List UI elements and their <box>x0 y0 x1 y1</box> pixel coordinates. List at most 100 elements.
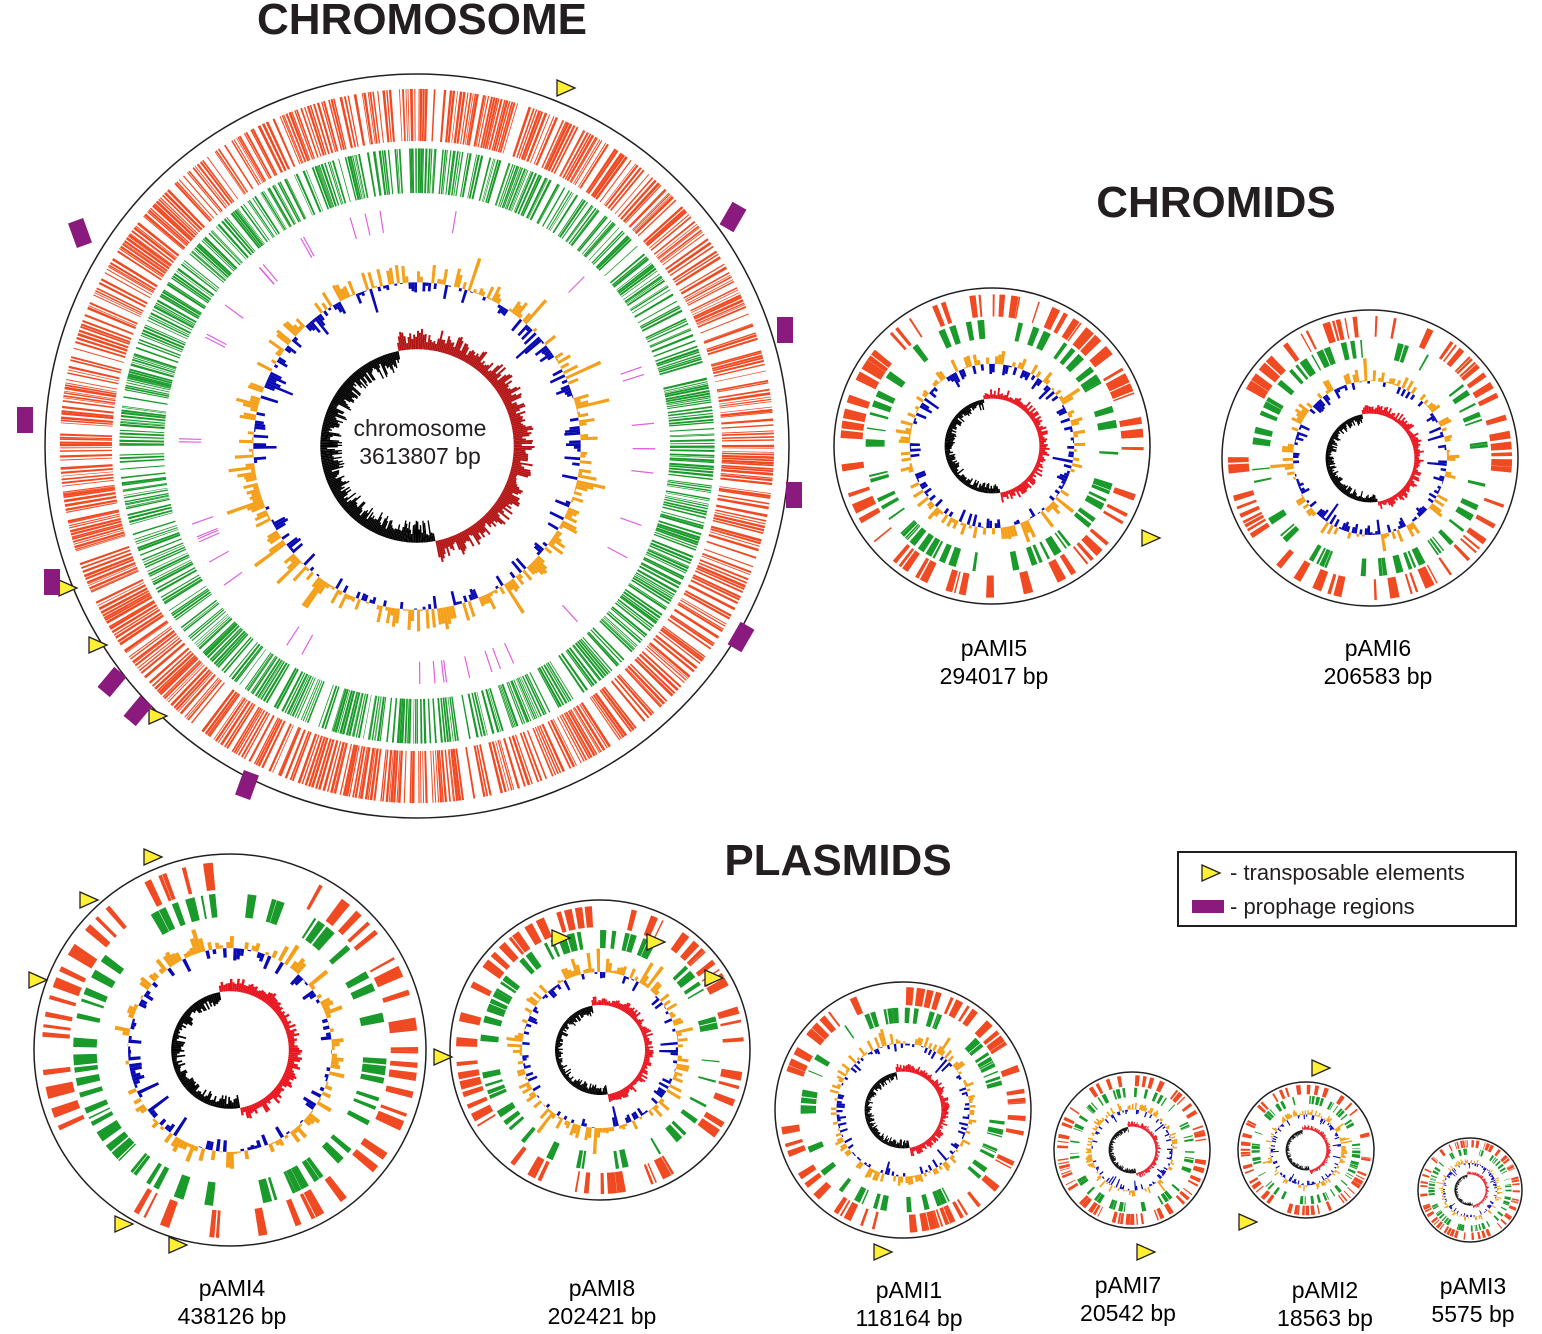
reverse-cds-block <box>611 256 648 286</box>
gc-content-bar <box>515 336 541 360</box>
forward-cds-block <box>572 707 601 754</box>
gc-skew-bar <box>565 1019 571 1025</box>
gc-content-bar <box>289 960 299 970</box>
gc-content-bar <box>319 997 331 1006</box>
rna-tick <box>620 366 642 375</box>
gc-skew-bar <box>506 482 520 490</box>
gc-skew-bar <box>1338 426 1343 431</box>
gc-content-bar <box>908 434 911 438</box>
gc-content-bar <box>239 414 256 421</box>
gc-content-bar <box>587 1127 592 1139</box>
forward-cds-block <box>407 88 410 142</box>
gc-skew-bar <box>871 1127 878 1133</box>
gc-skew-bar <box>443 336 451 354</box>
gc-skew-bar <box>1326 1146 1330 1148</box>
gc-skew-bar <box>564 1021 569 1025</box>
gc-skew-bar <box>507 404 526 413</box>
gc-skew-bar <box>1129 1121 1131 1127</box>
gc-skew-bar <box>1332 476 1341 483</box>
gc-skew-bar <box>484 370 492 378</box>
gc-content-bar <box>1409 394 1416 401</box>
gc-skew-bar <box>923 1141 927 1145</box>
gc-skew-bar <box>939 1120 944 1123</box>
gc-content-bar <box>1284 1177 1286 1179</box>
gc-skew-bar <box>413 334 416 350</box>
gc-skew-bar <box>865 1116 871 1120</box>
gc-skew-bar <box>1115 1133 1119 1137</box>
gc-content-bar <box>1096 1169 1099 1172</box>
gc-skew-bar <box>477 364 485 372</box>
gc-skew-bar <box>1319 1132 1323 1136</box>
reverse-cds-block <box>521 675 542 717</box>
gc-content-bar <box>543 993 549 999</box>
gc-content-bar <box>399 282 403 285</box>
gc-skew-bar <box>573 1012 581 1022</box>
gc-skew-bar <box>209 1099 214 1106</box>
gc-content-bar <box>1171 1140 1178 1143</box>
gc-content-bar <box>286 345 297 355</box>
forward-cds-block <box>1228 463 1250 474</box>
gc-skew-bar <box>270 1001 279 1010</box>
gc-content-bar <box>495 575 504 587</box>
forward-cds-block <box>156 654 196 692</box>
gc-content-bar <box>659 993 670 1002</box>
reverse-cds-block <box>321 1141 344 1164</box>
forward-cds-block <box>696 304 746 326</box>
reverse-cds-block <box>547 662 572 702</box>
gc-skew-bar <box>969 403 975 411</box>
gc-skew-bar <box>603 1086 607 1095</box>
forward-cds-block <box>63 392 116 402</box>
gc-content-bar <box>1095 1130 1100 1135</box>
gc-content-bar <box>267 515 270 519</box>
gc-skew-bar <box>1112 1136 1116 1140</box>
forward-cds-block <box>411 751 415 804</box>
forward-cds-block <box>499 739 515 790</box>
forward-cds-block <box>215 1210 221 1238</box>
gc-content-bar <box>1163 1167 1168 1171</box>
gc-content-bar <box>284 1134 289 1139</box>
reverse-cds-block <box>627 584 667 611</box>
gc-content-bar <box>1156 1181 1166 1192</box>
gc-skew-bar <box>270 1090 279 1099</box>
gc-content-bar <box>1408 523 1415 531</box>
gc-skew-bar <box>1413 464 1420 467</box>
gc-content-bar <box>578 468 592 474</box>
gc-content-bar <box>149 1109 156 1116</box>
reverse-cds-block <box>618 265 655 294</box>
gc-content-bar <box>934 1059 948 1074</box>
gc-content-bar <box>837 1122 847 1127</box>
gc-skew-bar <box>913 1069 917 1074</box>
gc-content-bar <box>431 608 437 628</box>
gc-skew-bar <box>330 480 347 490</box>
gc-content-bar <box>1294 441 1298 446</box>
gc-skew-bar <box>865 1117 873 1121</box>
reverse-cds-block <box>1252 467 1270 471</box>
reverse-cds-block <box>655 527 699 544</box>
gc-content-bar <box>858 1047 866 1057</box>
gc-content-bar <box>665 1011 669 1015</box>
gc-skew-bar <box>1350 417 1356 426</box>
gc-content-bar <box>919 481 927 488</box>
forward-cds-block <box>695 299 744 323</box>
forward-cds-block <box>167 664 205 703</box>
gc-content-bar <box>533 1100 543 1109</box>
forward-cds-block <box>460 92 469 145</box>
gc-skew-bar <box>1143 1125 1147 1131</box>
gc-skew-bar <box>513 439 533 443</box>
gc-skew-bar <box>344 381 361 397</box>
gc-content-bar <box>992 363 995 373</box>
forward-cds-block <box>457 1069 480 1080</box>
forward-cds-block <box>380 1104 408 1117</box>
reverse-cds-block <box>236 209 264 246</box>
gc-skew-bar <box>186 1081 197 1091</box>
gc-content-bar <box>676 1032 682 1037</box>
forward-cds-block <box>591 695 623 740</box>
gc-content-bar <box>927 1170 931 1174</box>
gc-skew-bar <box>996 387 1001 400</box>
gc-skew-bar <box>1128 1168 1131 1174</box>
forward-cds-block <box>813 1181 832 1200</box>
gc-skew-bar <box>1327 469 1335 474</box>
gc-content-bar <box>128 1013 135 1019</box>
gc-content-bar <box>321 302 328 311</box>
forward-cds-block <box>1266 1194 1275 1204</box>
